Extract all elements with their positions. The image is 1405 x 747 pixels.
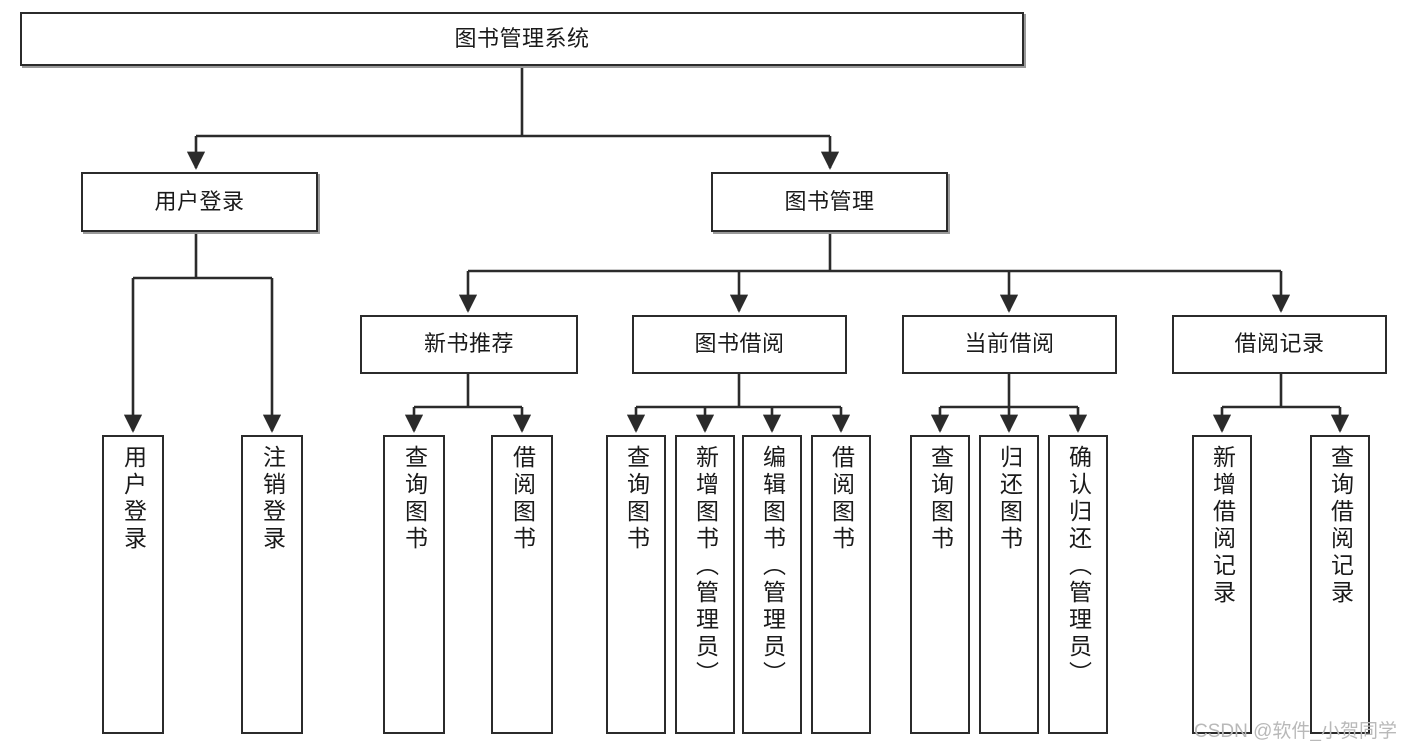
leaf-book-borrow-query[interactable]: 查询图书 xyxy=(606,435,666,734)
leaf-borrow-record-query[interactable]: 查询借阅记录 xyxy=(1310,435,1370,734)
node-label: 新增图书（管理员） xyxy=(692,445,719,688)
node-book-borrow[interactable]: 图书借阅 xyxy=(632,315,847,374)
node-label: 编辑图书（管理员） xyxy=(759,445,786,688)
leaf-book-borrow-add[interactable]: 新增图书（管理员） xyxy=(675,435,735,734)
node-label: 图书管理 xyxy=(784,188,875,214)
node-label: 借阅记录 xyxy=(1234,331,1325,357)
node-label: 图书借阅 xyxy=(694,331,785,357)
node-book-management[interactable]: 图书管理 xyxy=(711,172,948,232)
leaf-book-borrow-borrow[interactable]: 借阅图书 xyxy=(811,435,871,734)
node-label: 借阅图书 xyxy=(828,445,855,553)
node-label: 用户登录 xyxy=(120,445,147,553)
node-root-book-management-system[interactable]: 图书管理系统 xyxy=(20,12,1024,66)
node-label: 用户登录 xyxy=(154,188,245,214)
leaf-user-login-login[interactable]: 用户登录 xyxy=(102,435,164,734)
leaf-borrow-record-add[interactable]: 新增借阅记录 xyxy=(1192,435,1252,734)
node-label: 注销登录 xyxy=(259,445,286,553)
node-current-borrow[interactable]: 当前借阅 xyxy=(902,315,1117,374)
node-user-login[interactable]: 用户登录 xyxy=(81,172,318,232)
node-label: 借阅图书 xyxy=(509,445,536,553)
node-borrow-record[interactable]: 借阅记录 xyxy=(1172,315,1387,374)
node-label: 查询图书 xyxy=(623,445,650,553)
leaf-book-borrow-edit[interactable]: 编辑图书（管理员） xyxy=(742,435,802,734)
node-label: 归还图书 xyxy=(996,445,1023,553)
node-label: 新增借阅记录 xyxy=(1209,445,1236,607)
node-label: 当前借阅 xyxy=(964,331,1055,357)
leaf-user-login-logout[interactable]: 注销登录 xyxy=(241,435,303,734)
node-label: 查询图书 xyxy=(927,445,954,553)
node-label: 查询借阅记录 xyxy=(1327,445,1354,607)
node-label: 确认归还（管理员） xyxy=(1065,445,1092,688)
node-label: 查询图书 xyxy=(401,445,428,553)
node-label: 新书推荐 xyxy=(423,331,514,357)
watermark-text: CSDN @软件_小贺同学 xyxy=(1194,721,1397,742)
leaf-current-borrow-query[interactable]: 查询图书 xyxy=(910,435,970,734)
leaf-current-borrow-return[interactable]: 归还图书 xyxy=(979,435,1039,734)
leaf-new-book-borrow[interactable]: 借阅图书 xyxy=(491,435,553,734)
leaf-current-borrow-confirm-return[interactable]: 确认归还（管理员） xyxy=(1048,435,1108,734)
leaf-new-book-query[interactable]: 查询图书 xyxy=(383,435,445,734)
node-label: 图书管理系统 xyxy=(454,25,590,51)
node-new-book-recommend[interactable]: 新书推荐 xyxy=(360,315,578,374)
